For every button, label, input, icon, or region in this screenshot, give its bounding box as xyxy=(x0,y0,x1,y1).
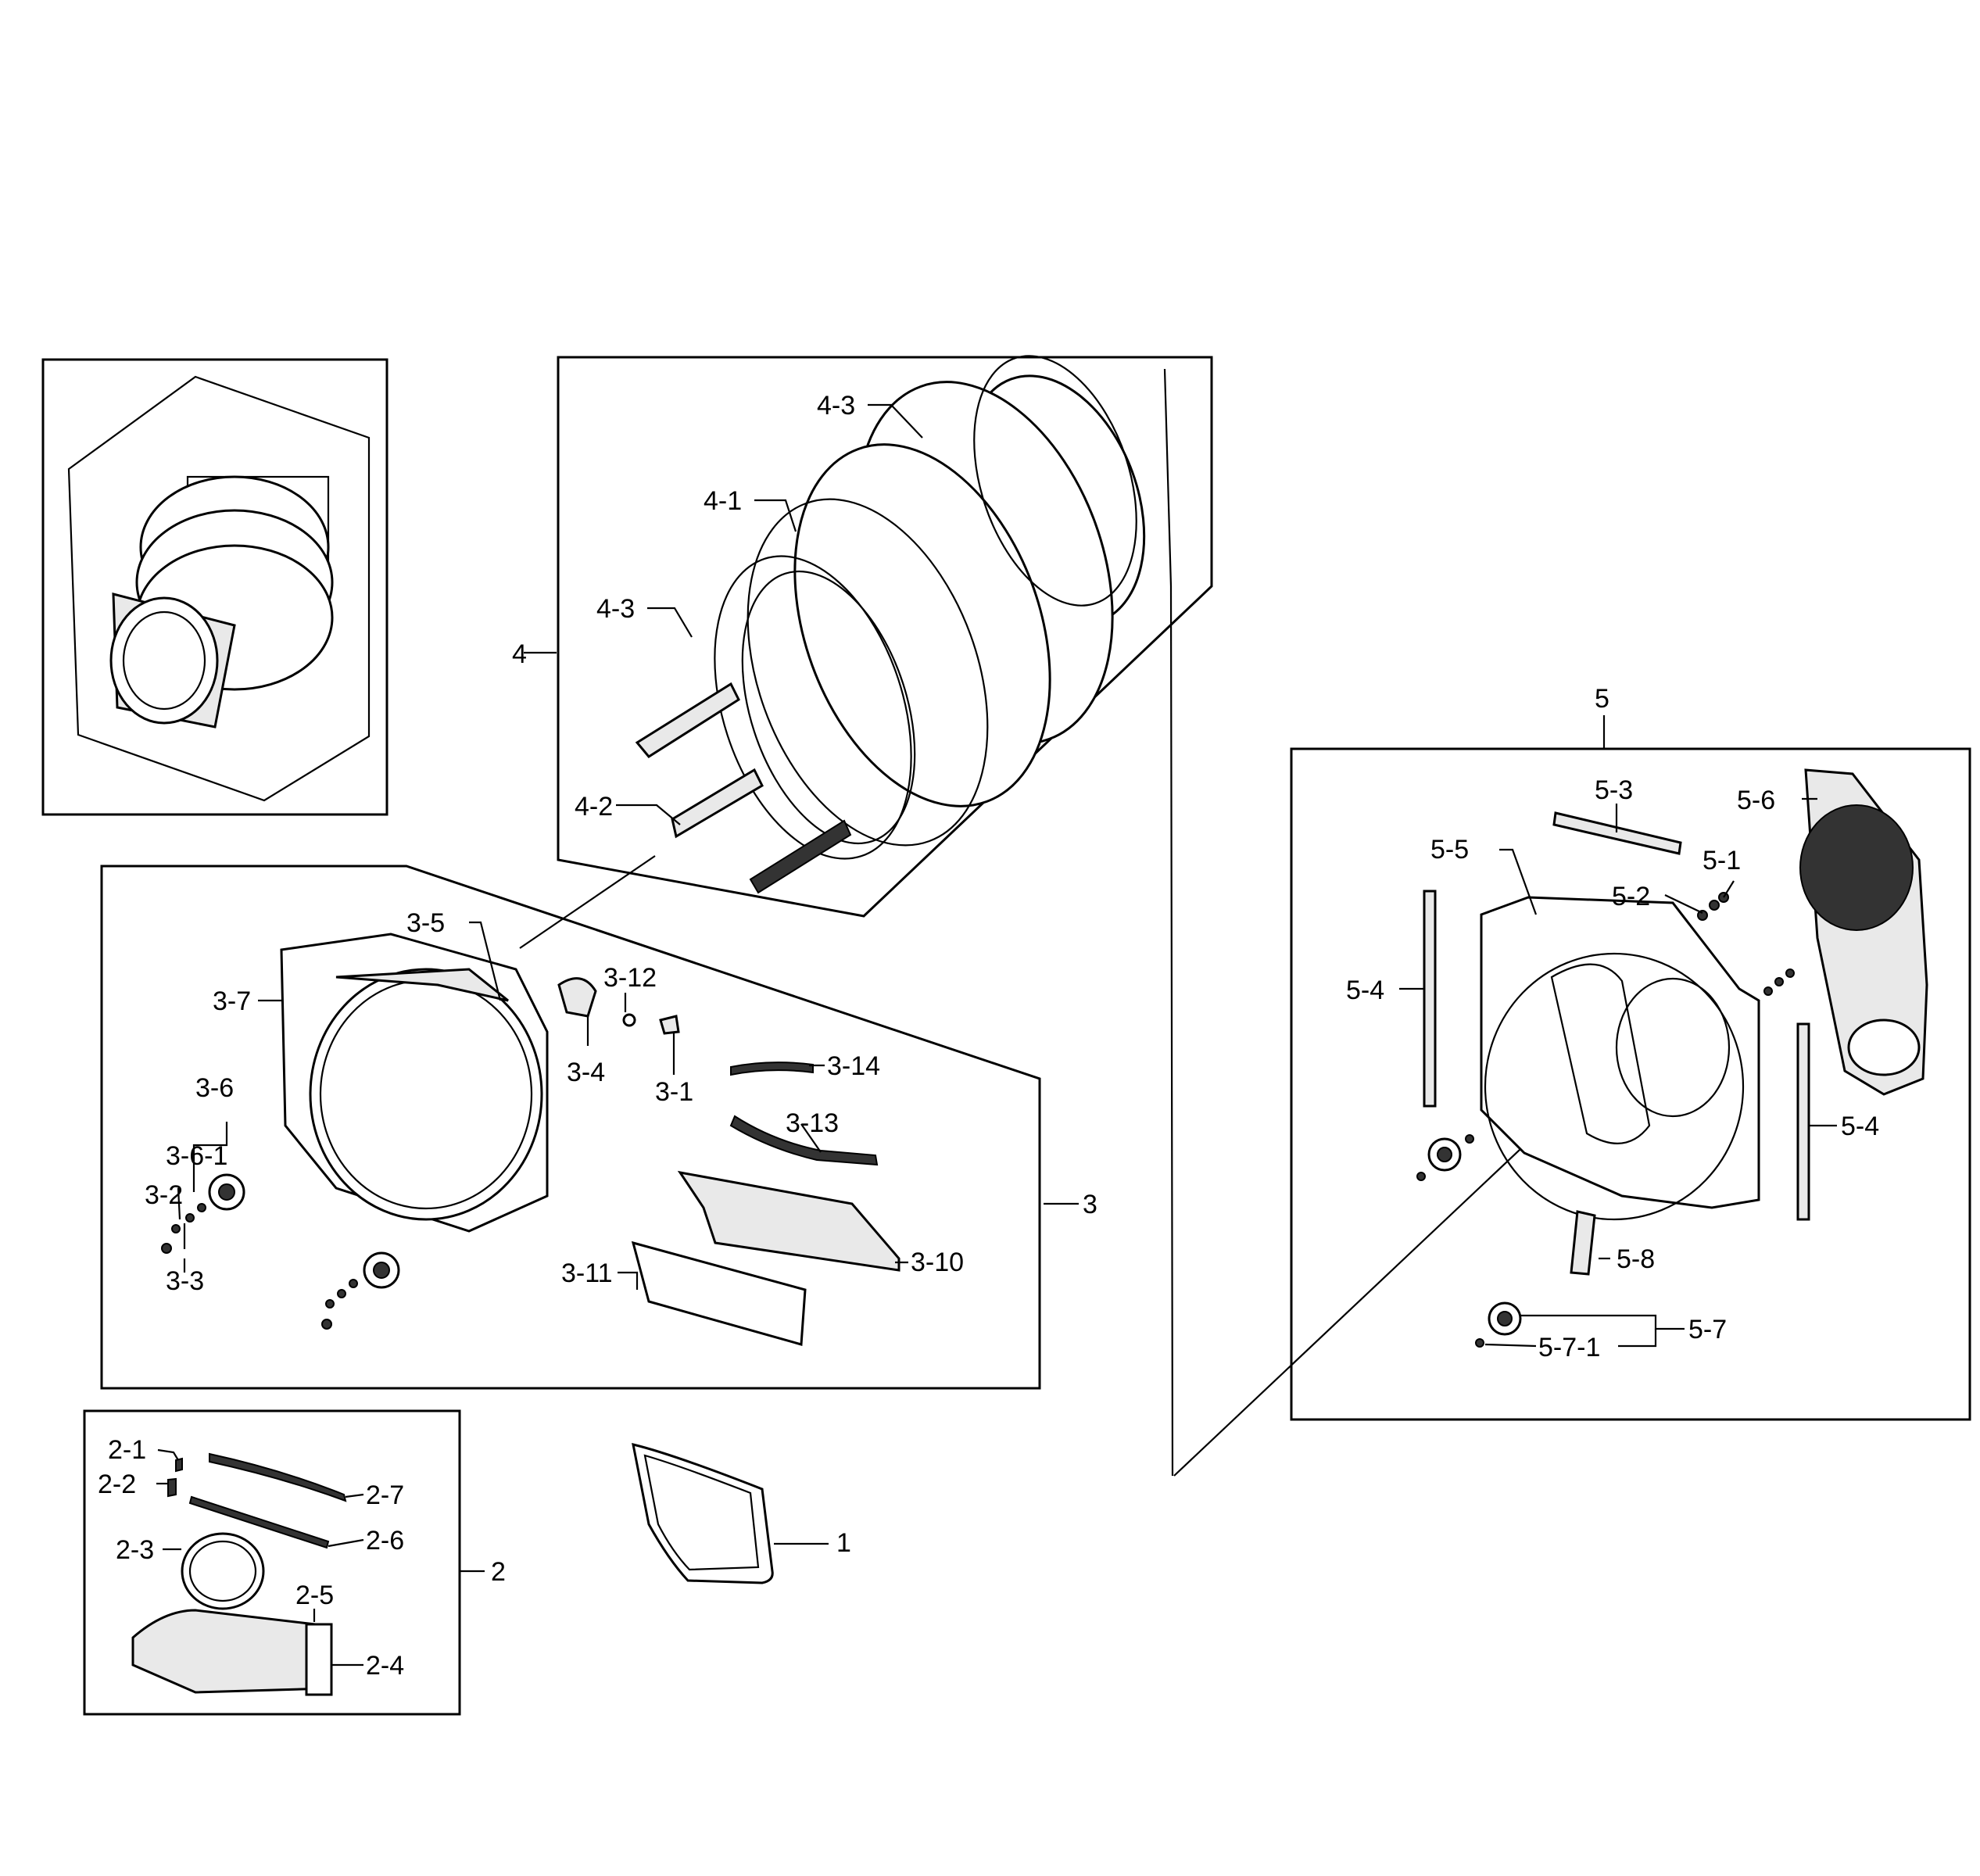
filter-housing-3-10 xyxy=(677,1170,900,1272)
rail-5-4-left xyxy=(1423,890,1437,1108)
callout-5-5: 5-5 xyxy=(1430,835,1469,865)
clip-2-2 xyxy=(167,1477,177,1498)
callout-2-4: 2-4 xyxy=(366,1651,404,1681)
callout-5-8: 5-8 xyxy=(1617,1244,1655,1274)
callout-3-10: 3-10 xyxy=(911,1248,964,1277)
back-frame-guide-line xyxy=(1173,1084,1589,1477)
bracket-5-3 xyxy=(1552,811,1682,855)
callout-labels: 1 2 2-1 2-2 2-3 2-4 2-5 2-6 2-7 3 3-1 3-… xyxy=(98,391,1879,1681)
duct-cap-2-5 xyxy=(305,1623,333,1696)
back-frame-5-5 xyxy=(1480,896,1760,1221)
section-5-back-frame xyxy=(1173,747,1971,1477)
callout-3-1: 3-1 xyxy=(655,1077,693,1107)
overview-assembly-drawing xyxy=(109,475,334,729)
clip-2-1 xyxy=(175,1457,183,1473)
blower-housing-5-6 xyxy=(1799,768,1928,1096)
callout-2-5: 2-5 xyxy=(295,1581,334,1610)
front-drum-seal-4-3 xyxy=(714,555,912,860)
strip-2-6 xyxy=(188,1495,330,1549)
callout-5-7-1: 5-7-1 xyxy=(1538,1333,1600,1362)
callout-5-4-right: 5-4 xyxy=(1841,1112,1879,1141)
callout-5-2: 5-2 xyxy=(1612,882,1650,911)
gasket-2-7 xyxy=(209,1452,347,1502)
callout-2-6: 2-6 xyxy=(366,1526,404,1556)
callout-4-1: 4-1 xyxy=(704,486,742,516)
callout-3-6-1: 3-6-1 xyxy=(166,1141,227,1171)
front-frame-3-7 xyxy=(280,933,549,1233)
callout-3-11: 3-11 xyxy=(561,1258,613,1288)
callout-5-7: 5-7 xyxy=(1688,1315,1727,1344)
rail-5-4-right xyxy=(1796,1022,1810,1221)
leader-lines xyxy=(156,403,1837,1667)
callout-3-2: 3-2 xyxy=(145,1180,183,1210)
callout-2-1: 2-1 xyxy=(108,1435,146,1465)
rear-drum-seal-4-3 xyxy=(973,355,1137,607)
callout-4-2: 4-2 xyxy=(575,792,613,822)
callout-5-4-left: 5-4 xyxy=(1346,976,1384,1005)
wire-3-14 xyxy=(730,1062,814,1076)
sensor-3-4 xyxy=(557,977,597,1018)
drum-shell xyxy=(747,374,1146,847)
roller-5-7 xyxy=(1475,1301,1522,1348)
callout-2-2: 2-2 xyxy=(98,1470,136,1499)
roller-rear-left xyxy=(1416,1134,1474,1181)
roller-assembly-3-6 xyxy=(161,1173,245,1254)
callout-1: 1 xyxy=(836,1528,851,1558)
roller-assembly-lower xyxy=(321,1251,400,1330)
clip-3-1 xyxy=(659,1015,680,1035)
seal-2-3 xyxy=(181,1532,265,1610)
callout-2: 2 xyxy=(491,1557,506,1587)
section-2-duct xyxy=(83,1409,461,1716)
callout-3-7: 3-7 xyxy=(213,986,251,1016)
front-frame-guide-line xyxy=(519,855,656,949)
callout-3: 3 xyxy=(1083,1190,1097,1219)
harness-3-13 xyxy=(729,1115,879,1166)
overview-thumbnail xyxy=(41,358,388,816)
section-4-drum xyxy=(557,355,1213,1477)
filter-cover-3-11 xyxy=(631,1241,807,1346)
callout-3-3: 3-3 xyxy=(166,1266,204,1296)
duct-2-4 xyxy=(131,1609,330,1694)
drum-lifter-4-2 xyxy=(635,682,852,894)
callout-3-5: 3-5 xyxy=(406,908,445,938)
callout-2-7: 2-7 xyxy=(366,1480,404,1510)
callout-5-1: 5-1 xyxy=(1703,846,1741,875)
idler-5-8 xyxy=(1570,1210,1596,1276)
section-1-filter-case xyxy=(632,1442,774,1584)
callout-5-6: 5-6 xyxy=(1737,786,1775,815)
callout-3-14: 3-14 xyxy=(827,1051,880,1081)
drum-back-guide xyxy=(1163,368,1174,1477)
callout-4-3-front: 4-3 xyxy=(596,594,635,624)
callout-4: 4 xyxy=(512,639,527,669)
callout-5: 5 xyxy=(1595,684,1609,714)
callout-4-3-rear: 4-3 xyxy=(817,391,855,421)
callout-3-12: 3-12 xyxy=(603,963,657,993)
callout-5-3: 5-3 xyxy=(1595,775,1633,805)
callout-3-13: 3-13 xyxy=(786,1108,839,1138)
callout-3-6: 3-6 xyxy=(195,1073,234,1103)
section-3-front-frame xyxy=(100,855,1041,1390)
screw-3-12 xyxy=(622,1013,636,1027)
callout-2-3: 2-3 xyxy=(116,1535,154,1565)
callout-3-4: 3-4 xyxy=(567,1058,605,1087)
